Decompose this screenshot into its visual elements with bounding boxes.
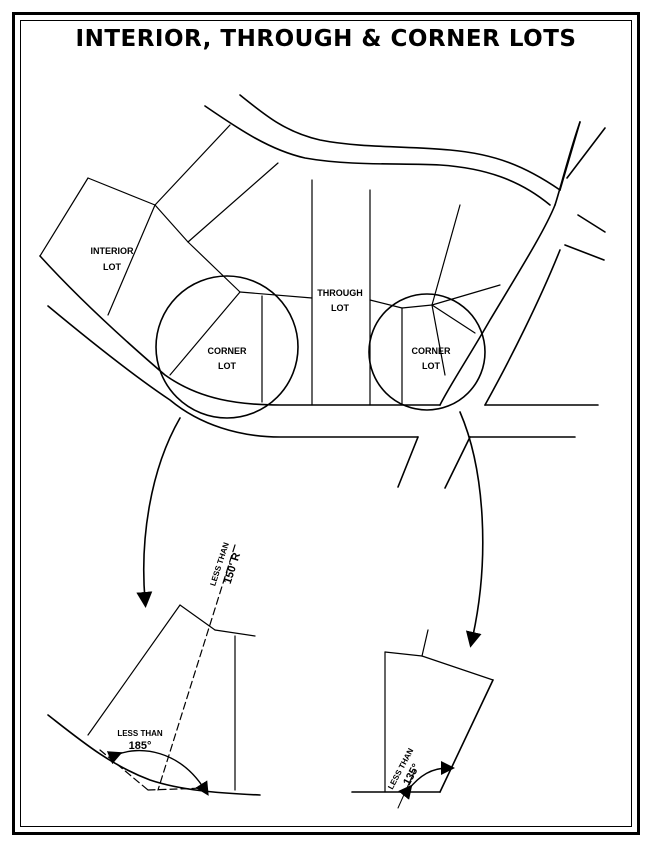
through-lot-label-1: THROUGH: [317, 288, 363, 298]
lot-line-1: [87, 177, 156, 206]
right-side-street-lower: [564, 244, 605, 261]
left-detail-lot-line-a: [87, 604, 181, 736]
lot-line-5: [187, 162, 279, 243]
left-detail-street-curve: [47, 714, 261, 796]
right-side-street-upper: [577, 214, 606, 233]
lot-line-15: [431, 284, 501, 306]
bottom-street-upper: [39, 255, 441, 406]
lot-line-16: [431, 304, 446, 376]
diagram-title: INTERIOR, THROUGH & CORNER LOTS: [75, 26, 577, 52]
south-street-right: [444, 436, 471, 489]
angle-right-label: LESS THAN 135°: [386, 747, 422, 791]
lot-line-12: [401, 304, 433, 309]
lot-line-8: [169, 291, 241, 376]
left-detail-lot-line-c: [214, 629, 256, 637]
corner-lot-left-circle: [155, 275, 299, 419]
corner-lot-right-label-2: LOT: [422, 361, 440, 371]
angle-left-label-line1: LESS THAN: [117, 729, 163, 738]
lot-line-6: [187, 241, 241, 293]
bottom-street-lower: [47, 305, 419, 438]
left-detail: [47, 544, 261, 796]
angle-arc-right: [398, 761, 455, 800]
angle-leader: [397, 769, 416, 809]
right-detail: [351, 629, 494, 809]
left-detail-lot-line-b: [179, 604, 216, 631]
top-street-edge-lower: [239, 94, 561, 191]
arrow-left: [136, 417, 181, 608]
interior-lot-label-1: INTERIOR: [90, 246, 134, 256]
interior-lot-top: [39, 177, 89, 257]
right-detail-lot-top: [384, 651, 423, 657]
angle-left-label-line2: 185°: [129, 740, 152, 752]
lot-line-13: [431, 204, 461, 306]
lot-line-3: [154, 124, 231, 206]
corner-lot-left-label-1: CORNER: [207, 346, 247, 356]
south-street-left: [397, 436, 419, 488]
corner-lot-right-circle: [368, 293, 486, 411]
lot-lines: [39, 124, 501, 406]
lot-line-10: [369, 299, 403, 309]
outer-border: [12, 12, 640, 835]
corner-lot-left-label-2: LOT: [218, 361, 236, 371]
upper-right-stub: [566, 127, 606, 179]
right-street-left-edge: [554, 121, 581, 206]
tangent-dash-a: [99, 749, 149, 791]
lot-line-4: [154, 204, 189, 243]
right-detail-lot-diag: [421, 655, 494, 681]
lot-line-14: [431, 304, 476, 334]
corner-lot-right-label-1: CORNER: [411, 346, 451, 356]
arrow-right: [459, 411, 484, 648]
diagonal-street-left-edge: [439, 204, 556, 406]
radius-line: [157, 544, 236, 791]
right-diag-long: [484, 249, 561, 406]
right-detail-street-diagonal: [439, 679, 494, 793]
through-lot-label-2: LOT: [331, 303, 349, 313]
map-labels: INTERIOR LOT THROUGH LOT CORNER LOT CORN…: [90, 246, 451, 791]
top-street-edge-upper: [204, 105, 551, 206]
radius-label: LESS THAN 150' R: [208, 541, 243, 587]
right-detail-lot-stub: [421, 629, 429, 657]
lot-line-2: [107, 204, 156, 316]
angle-arc-left: [106, 749, 209, 796]
streets: [39, 94, 606, 489]
interior-lot-label-2: LOT: [103, 262, 121, 272]
